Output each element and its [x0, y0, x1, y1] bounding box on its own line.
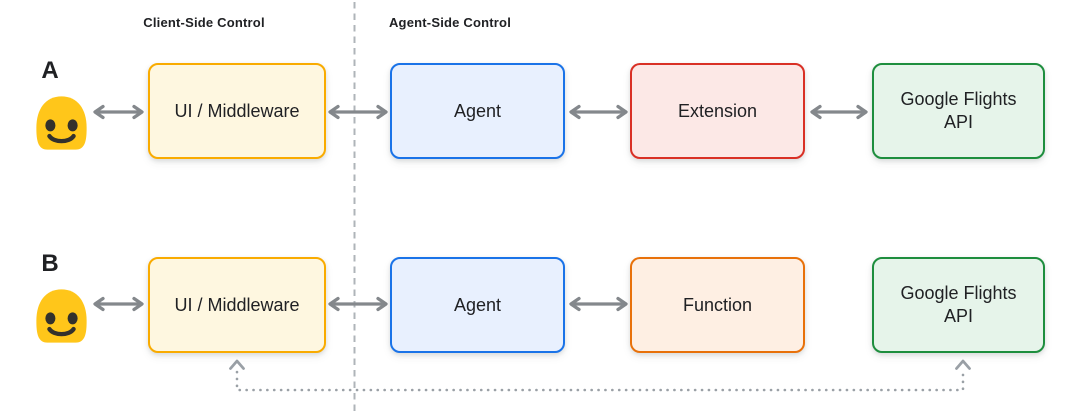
arrow-user-ui-a — [93, 104, 144, 120]
zone-label-agent-side-control: Agent-Side Control — [388, 15, 512, 30]
box-agent-b: Agent — [390, 257, 565, 353]
feedback-arrowhead-ui-middleware — [229, 359, 245, 370]
emoji-mouth — [47, 326, 76, 337]
box-agent-a: Agent — [390, 63, 565, 159]
box-label-ui-middleware-a: UI / Middleware — [174, 100, 300, 121]
emoji-left-eye — [45, 119, 56, 132]
box-ui-middleware-a: UI / Middleware — [148, 63, 326, 159]
box-extension-a: Extension — [630, 63, 805, 159]
emoji-right-eye — [67, 119, 78, 132]
row-a-user-label: A — [41, 57, 59, 84]
arrow-agent-function-b — [569, 296, 628, 312]
box-function-b: Function — [630, 257, 805, 353]
emoji-right-eye — [67, 312, 78, 325]
feedback-arrowhead-google-flights-api — [955, 359, 971, 370]
box-label-agent-b: Agent — [453, 294, 502, 315]
arrow-ui-agent-a — [328, 104, 388, 120]
box-google-flights-api-b: Google Flights API — [872, 257, 1045, 353]
emoji-mouth — [47, 133, 76, 144]
arrow-user-ui-b — [93, 296, 144, 312]
box-label-agent-a: Agent — [453, 100, 502, 121]
zone-label-client-side-control: Client-Side Control — [143, 15, 265, 30]
arrow-agent-extension-a — [569, 104, 628, 120]
user-blob-smiley-emoji-icon — [36, 289, 87, 343]
box-google-flights-api-a: Google Flights API — [872, 63, 1045, 159]
arrow-extension-api-a — [810, 104, 868, 120]
row-b-user-label: B — [41, 250, 59, 277]
box-label-ui-middleware-b: UI / Middleware — [174, 294, 300, 315]
box-ui-middleware-b: UI / Middleware — [148, 257, 326, 353]
emoji-left-eye — [45, 312, 56, 325]
box-label-google-flights-api-a: Google Flights API — [900, 89, 1017, 132]
feedback-loop-dotted-path — [235, 370, 965, 392]
box-label-extension-a: Extension — [677, 100, 758, 121]
box-label-google-flights-api-b: Google Flights API — [900, 283, 1017, 326]
user-blob-smiley-emoji-icon — [36, 96, 87, 150]
box-label-function-b: Function — [682, 294, 753, 315]
arrow-ui-agent-b — [328, 296, 388, 312]
